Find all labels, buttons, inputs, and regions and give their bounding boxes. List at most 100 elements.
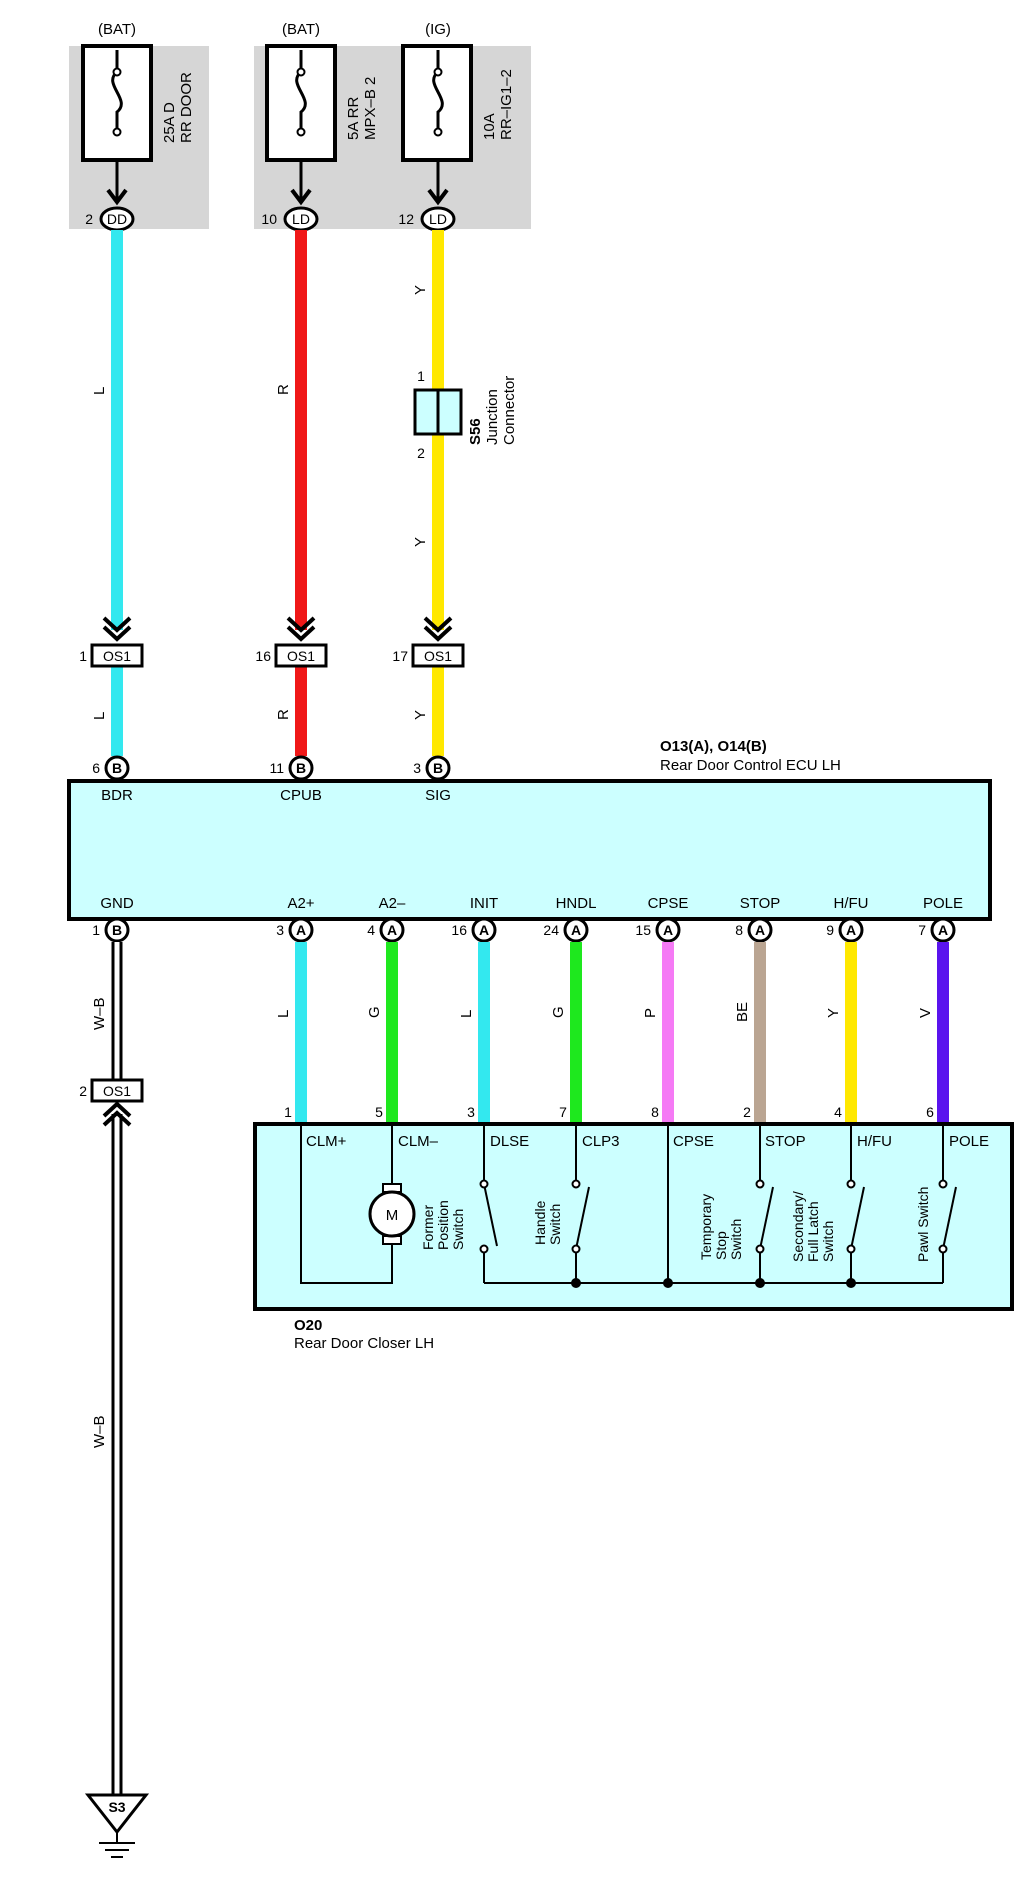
closer-name: Rear Door Closer LH bbox=[294, 1335, 434, 1352]
fuse-rating-label: 5A RR bbox=[345, 96, 362, 140]
connector-code: OS1 bbox=[287, 648, 315, 664]
pin-number: 3 bbox=[276, 922, 284, 938]
pin-number: 1 bbox=[284, 1104, 292, 1120]
terminal-label: CLM+ bbox=[306, 1133, 347, 1150]
junction-pin-bottom: 2 bbox=[417, 445, 425, 461]
terminal-label: POLE bbox=[949, 1133, 989, 1150]
connector-code: A bbox=[296, 922, 306, 938]
ecu-pin-pole: A 7 POLE bbox=[918, 895, 963, 943]
pin-number: 15 bbox=[635, 922, 651, 938]
connector-code: B bbox=[296, 760, 306, 776]
ecu-pin-a2-minus: A 4 A2– bbox=[367, 895, 406, 943]
pin-number: 8 bbox=[651, 1104, 659, 1120]
pin-number: 2 bbox=[85, 211, 93, 227]
fuse-source-label: (BAT) bbox=[282, 21, 320, 38]
fuse-name-label: MPX–B 2 bbox=[362, 77, 379, 140]
terminal-label: BDR bbox=[101, 787, 133, 804]
ground-wire: W–B W–B OS1 2 S3 bbox=[79, 942, 150, 1858]
pin-number: 7 bbox=[918, 922, 926, 938]
pin-number: 2 bbox=[743, 1104, 751, 1120]
fuse-rating-label: 10A bbox=[481, 113, 498, 140]
motor-icon: M bbox=[368, 1183, 416, 1245]
connector-code: B bbox=[112, 922, 122, 938]
label-secondary-full-latch-switch: Secondary/ Full Latch Switch bbox=[790, 1191, 836, 1262]
wire-color-code: R bbox=[275, 384, 292, 395]
label-former-position-switch: Former Position Switch bbox=[420, 1200, 466, 1250]
terminal-label: CLP3 bbox=[582, 1133, 620, 1150]
ecu-pin-a2-plus: A 3 A2+ bbox=[276, 895, 315, 943]
svg-text:Temporary: Temporary bbox=[698, 1194, 714, 1260]
connector-code: OS1 bbox=[103, 648, 131, 664]
connector-code: B bbox=[112, 760, 122, 776]
wire-p-cpse: P bbox=[642, 942, 674, 1124]
fuse-block-rr-door: (BAT) 25A D RR DOOR DD 2 bbox=[69, 21, 209, 232]
wire-be-stop: BE bbox=[734, 942, 766, 1124]
fuse-rating-label: 25A D bbox=[161, 102, 178, 143]
connector-code: A bbox=[479, 922, 489, 938]
ecu-rear-door-control: O13(A), O14(B) Rear Door Control ECU LH … bbox=[67, 738, 992, 943]
svg-text:Stop: Stop bbox=[713, 1231, 729, 1260]
wire-color-code: V bbox=[917, 1008, 934, 1018]
junction-connector-s56: 1 2 S56 Junction Connector bbox=[413, 368, 518, 461]
wire-color-code: Y bbox=[412, 710, 429, 720]
ground-symbol: S3 bbox=[84, 1793, 150, 1858]
rear-door-closer: O20 Rear Door Closer LH 1 5 3 7 8 2 4 6 … bbox=[253, 1104, 1014, 1352]
connector-code: A bbox=[846, 922, 856, 938]
wire-l-a2-plus: L bbox=[275, 942, 307, 1124]
junction-id: S56 bbox=[467, 418, 484, 445]
svg-text:Former: Former bbox=[420, 1205, 436, 1250]
ecu-pin-cpub: B 11 CPUB bbox=[269, 755, 322, 804]
terminal-label: A2+ bbox=[287, 895, 314, 912]
pin-number: 1 bbox=[79, 648, 87, 664]
wire-color-code: P bbox=[642, 1008, 659, 1018]
connector-code: A bbox=[387, 922, 397, 938]
ecu-pin-init: A 16 INIT bbox=[451, 895, 498, 943]
pin-number: 3 bbox=[467, 1104, 475, 1120]
wire-color-code: L bbox=[91, 387, 108, 395]
wire-g-a2-minus: G bbox=[366, 942, 398, 1124]
ecu-pin-bdr: B 6 BDR bbox=[92, 755, 133, 804]
pin-number: 6 bbox=[92, 760, 100, 776]
terminal-label: CLM– bbox=[398, 1133, 439, 1150]
connector-code: B bbox=[433, 760, 443, 776]
terminal-label: STOP bbox=[740, 895, 781, 912]
svg-text:Handle: Handle bbox=[532, 1200, 548, 1245]
wire-color-code: BE bbox=[734, 1002, 751, 1022]
terminal-label: CPSE bbox=[673, 1133, 714, 1150]
connector-code: A bbox=[663, 922, 673, 938]
ecu-pin-hfu: A 9 H/FU bbox=[826, 895, 869, 943]
wire-l-bdr: L L bbox=[91, 230, 123, 756]
wire-r-cpub: R R bbox=[275, 230, 307, 756]
terminal-label: A2– bbox=[379, 895, 406, 912]
wire-color-code: G bbox=[550, 1006, 567, 1018]
os1-connector-1: OS1 1 bbox=[79, 616, 144, 668]
svg-text:Position: Position bbox=[435, 1200, 451, 1250]
pin-number: 4 bbox=[367, 922, 375, 938]
terminal-label: SIG bbox=[425, 787, 451, 804]
wire-y-sig: Y Y Y bbox=[412, 230, 444, 756]
junction-label-line1: Junction bbox=[484, 389, 501, 445]
connector-code: OS1 bbox=[103, 1083, 131, 1099]
label-handle-switch: Handle Switch bbox=[532, 1200, 563, 1245]
ecu-pin-hndl: A 24 HNDL bbox=[543, 895, 596, 943]
label-temporary-stop-switch: Temporary Stop Switch bbox=[698, 1194, 744, 1260]
pin-number: 12 bbox=[398, 211, 414, 227]
wire-color-code: W–B bbox=[91, 1415, 108, 1448]
wire-color-code: Y bbox=[825, 1008, 842, 1018]
svg-text:Pawl Switch: Pawl Switch bbox=[915, 1187, 931, 1262]
fuse-block-mpx-b2: (BAT) 5A RR MPX–B 2 LD 10 bbox=[254, 21, 531, 232]
fuse-source-label: (IG) bbox=[425, 21, 451, 38]
pin-number: 17 bbox=[392, 648, 408, 664]
svg-text:Switch: Switch bbox=[450, 1209, 466, 1250]
connector-code: A bbox=[755, 922, 765, 938]
wire-y-hfu: Y bbox=[825, 942, 857, 1124]
connector-code: LD bbox=[429, 211, 447, 227]
svg-text:Switch: Switch bbox=[820, 1221, 836, 1262]
wire-color-code: L bbox=[275, 1010, 292, 1018]
ecu-pin-stop: A 8 STOP bbox=[735, 895, 781, 943]
wire-l-init: L bbox=[458, 942, 490, 1124]
junction-label-line2: Connector bbox=[501, 376, 518, 445]
pin-number: 10 bbox=[261, 211, 277, 227]
os1-connector-17: OS1 17 bbox=[392, 616, 465, 668]
wire-color-code: W–B bbox=[91, 997, 108, 1030]
